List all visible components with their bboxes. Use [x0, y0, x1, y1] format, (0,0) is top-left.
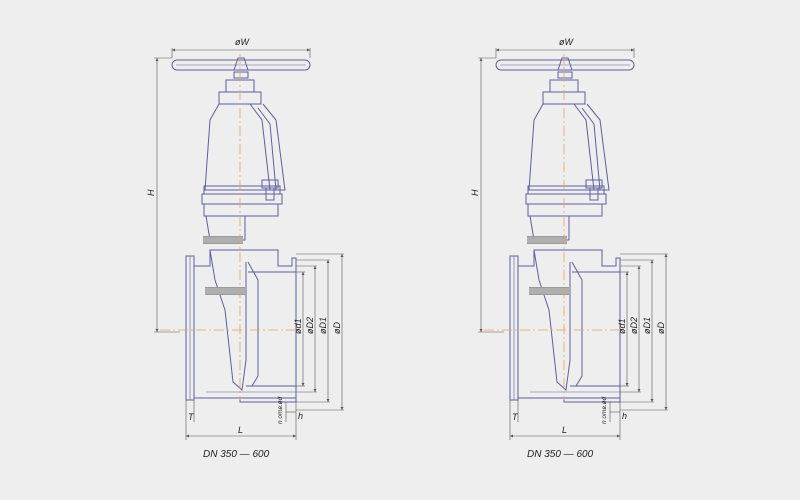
- raised-face-diameter-label: øD2: [629, 317, 639, 334]
- flange-thickness-label: h: [622, 411, 627, 421]
- length-label: L: [238, 425, 243, 435]
- valve-drawing-1: øW H ød1 øD2 øD1 øD n отв.ød h T L DN 35…: [146, 37, 344, 460]
- bolt-holes-label: n отв.ød: [601, 396, 608, 424]
- handwheel-diameter-label: øW: [235, 37, 250, 47]
- flange-diameter-label: øD: [332, 322, 342, 334]
- bore-diameter-label: ød1: [293, 318, 303, 334]
- handwheel-diameter-label: øW: [559, 37, 574, 47]
- bolt-holes-label: n отв.ød: [277, 396, 284, 424]
- raised-face-label: T: [188, 412, 195, 422]
- size-caption: DN 350 — 600: [203, 449, 270, 460]
- bore-diameter-label: ød1: [617, 318, 627, 334]
- height-label: H: [146, 189, 156, 196]
- bolt-circle-diameter-label: øD1: [318, 317, 328, 334]
- raised-face-label: T: [512, 412, 519, 422]
- bolt-circle-diameter-label: øD1: [642, 317, 652, 334]
- raised-face-diameter-label: øD2: [305, 317, 315, 334]
- flange-diameter-label: øD: [656, 322, 666, 334]
- size-caption: DN 350 — 600: [527, 449, 594, 460]
- length-label: L: [562, 425, 567, 435]
- height-label: H: [470, 189, 480, 196]
- valve-drawing-2: øW H ød1 øD2 øD1 øD n отв.ød h T L DN 35…: [470, 37, 668, 460]
- flange-thickness-label: h: [298, 411, 303, 421]
